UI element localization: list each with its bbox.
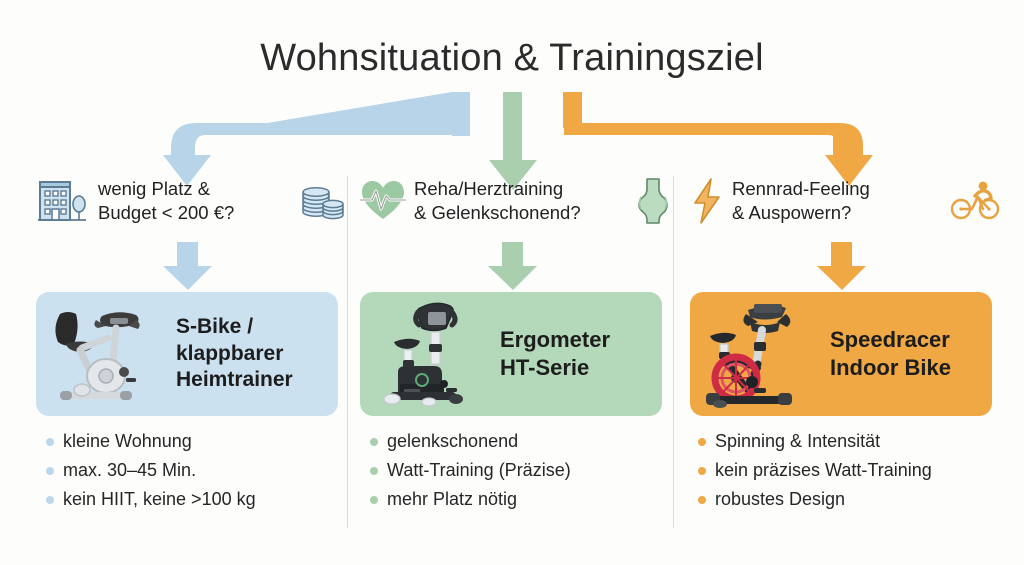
building-icon: [36, 178, 88, 224]
bullet-dot-icon: [698, 496, 706, 504]
bullet-text: kein HIIT, keine >100 kg: [63, 489, 256, 509]
product-label-budget: S-Bike / klappbarer Heimtrainer: [176, 314, 293, 392]
question-text-performance: Rennrad-Feeling & Auspowern?: [732, 178, 870, 223]
product-label-reha: Ergometer HT-Serie: [500, 326, 611, 380]
lightning-bolt-icon: [690, 177, 724, 225]
list-item: mehr Platz nötig: [370, 490, 690, 519]
bullet-dot-icon: [370, 467, 378, 475]
bullet-text: kein präzises Watt-Training: [715, 460, 932, 480]
bullet-list-reha: gelenkschonend Watt-Training (Präzise) m…: [370, 432, 690, 519]
arrow-question-to-card-reha: [488, 242, 537, 290]
page-title: Wohnsituation & Trainingsziel: [260, 37, 764, 79]
arrow-question-to-card-performance: [817, 242, 866, 290]
question-row-reha: Reha/Herztraining & Gelenkschonend?: [360, 170, 670, 232]
bullet-text: robustes Design: [715, 489, 846, 509]
coins-icon: [300, 178, 346, 224]
column-divider-2: [673, 176, 674, 528]
column-budget: wenig Platz & Budget < 200 €?: [36, 170, 346, 232]
heart-pulse-icon: [360, 179, 406, 223]
bullet-text: kleine Wohnung: [63, 431, 192, 451]
list-item: Spinning & Intensität: [698, 432, 1018, 461]
folding-exercise-bike-photo: [36, 292, 176, 416]
arrow-question-to-card-budget: [163, 242, 212, 290]
list-item: robustes Design: [698, 490, 1018, 519]
list-item: kein HIIT, keine >100 kg: [46, 490, 366, 519]
product-card-performance[interactable]: Speedracer Indoor Bike: [690, 292, 992, 416]
bullet-dot-icon: [46, 438, 54, 446]
upright-ergometer-photo: [360, 292, 500, 416]
column-divider-1: [347, 176, 348, 528]
bullet-list-budget: kleine Wohnung max. 30–45 Min. kein HIIT…: [46, 432, 366, 519]
bullet-text: Watt-Training (Präzise): [387, 460, 571, 480]
bullet-text: max. 30–45 Min.: [63, 460, 197, 480]
bullet-dot-icon: [698, 438, 706, 446]
list-item: Watt-Training (Präzise): [370, 461, 690, 490]
list-item: kleine Wohnung: [46, 432, 366, 461]
question-row-budget: wenig Platz & Budget < 200 €?: [36, 170, 346, 232]
bullet-dot-icon: [46, 467, 54, 475]
list-item: gelenkschonend: [370, 432, 690, 461]
bullet-dot-icon: [370, 496, 378, 504]
question-text-reha: Reha/Herztraining & Gelenkschonend?: [414, 178, 581, 223]
column-reha: Reha/Herztraining & Gelenkschonend?: [360, 170, 670, 232]
list-item: max. 30–45 Min.: [46, 461, 366, 490]
knee-joint-icon: [636, 177, 670, 225]
list-item: kein präzises Watt-Training: [698, 461, 1018, 490]
question-row-performance: Rennrad-Feeling & Auspowern?: [690, 170, 1000, 232]
cyclist-icon: [950, 180, 1000, 222]
product-label-performance: Speedracer Indoor Bike: [830, 326, 952, 380]
question-text-budget: wenig Platz & Budget < 200 €?: [98, 178, 235, 223]
bullet-list-performance: Spinning & Intensität kein präzises Watt…: [698, 432, 1018, 519]
bullet-dot-icon: [46, 496, 54, 504]
bullet-dot-icon: [698, 467, 706, 475]
bullet-dot-icon: [370, 438, 378, 446]
bullet-text: mehr Platz nötig: [387, 489, 518, 509]
bullet-text: gelenkschonend: [387, 431, 519, 451]
bullet-text: Spinning & Intensität: [715, 431, 881, 451]
product-card-reha[interactable]: Ergometer HT-Serie: [360, 292, 662, 416]
column-performance: Rennrad-Feeling & Auspowern?: [690, 170, 1000, 232]
product-card-budget[interactable]: S-Bike / klappbarer Heimtrainer: [36, 292, 338, 416]
spinning-indoor-bike-photo: [690, 292, 830, 416]
